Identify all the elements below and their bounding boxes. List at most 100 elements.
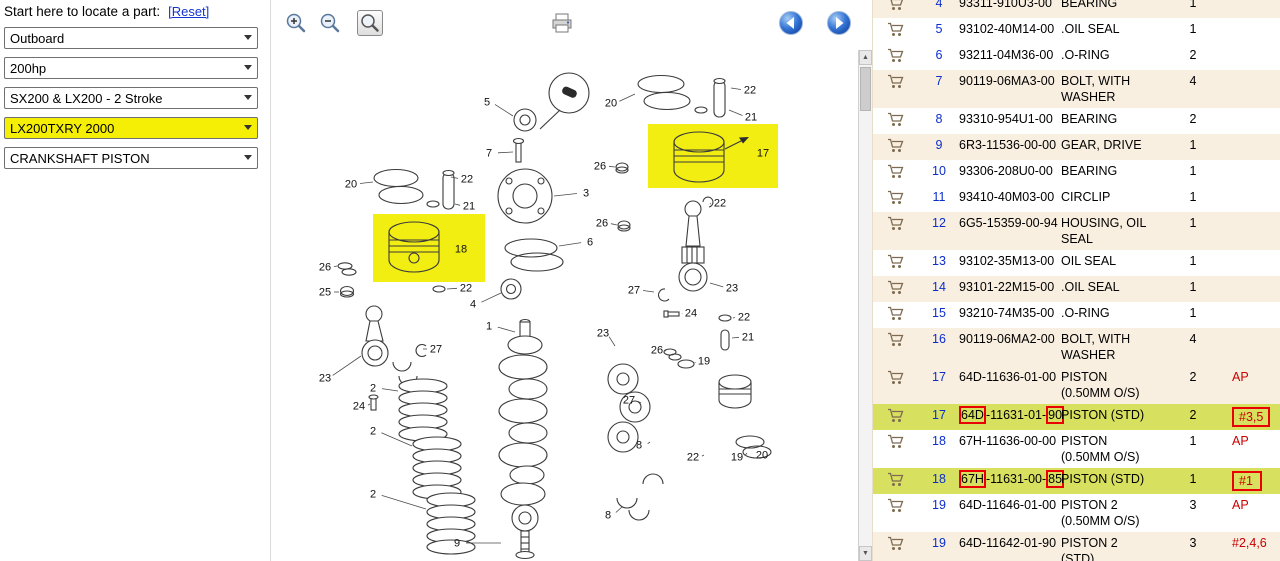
cart-icon bbox=[888, 254, 904, 268]
add-to-cart-button[interactable] bbox=[873, 134, 919, 160]
part-number: 67H-11631-00-85 bbox=[959, 470, 1065, 488]
prev-diagram-button[interactable] bbox=[778, 10, 804, 36]
diagram-scrollbar[interactable]: ▲ ▼ bbox=[858, 50, 872, 561]
ref-number-link[interactable]: 13 bbox=[932, 254, 946, 268]
ref-number-link[interactable]: 17 bbox=[932, 408, 946, 422]
print-diagram-button[interactable] bbox=[549, 10, 575, 36]
ref-number-link[interactable]: 14 bbox=[932, 280, 946, 294]
part-description: BEARING bbox=[1061, 164, 1118, 178]
category-select[interactable]: Outboard bbox=[4, 27, 258, 49]
modelyear-select[interactable]: LX200TXRY 2000 bbox=[4, 117, 258, 139]
part-number: 93102-40M14-00 bbox=[959, 22, 1055, 36]
add-to-cart-button[interactable] bbox=[873, 404, 919, 430]
ref-number-link[interactable]: 16 bbox=[932, 332, 946, 346]
add-to-cart-button[interactable] bbox=[873, 328, 919, 354]
part-number: 6R3-11536-00-00 bbox=[959, 138, 1057, 152]
ref-number-link[interactable]: 15 bbox=[932, 306, 946, 320]
diagram-callout: 9 bbox=[454, 538, 460, 550]
callout-leader-line bbox=[332, 355, 362, 376]
reset-link[interactable]: [Reset] bbox=[168, 4, 210, 19]
callout-leader-line bbox=[731, 336, 740, 339]
scrollbar-thumb[interactable] bbox=[860, 67, 871, 111]
part-note bbox=[1230, 186, 1280, 192]
part-qty: 1 bbox=[1189, 138, 1197, 152]
diagram-callout: 1 bbox=[486, 321, 492, 333]
ref-number-link[interactable]: 5 bbox=[935, 22, 943, 36]
add-to-cart-button[interactable] bbox=[873, 186, 919, 212]
ref-number-link[interactable]: 8 bbox=[935, 112, 943, 126]
cart-icon bbox=[888, 138, 904, 152]
scroll-up-arrow[interactable]: ▲ bbox=[859, 50, 872, 65]
add-to-cart-button[interactable] bbox=[873, 430, 919, 456]
ref-number-link[interactable]: 17 bbox=[932, 370, 946, 384]
part-number: 64D-11642-01-90 bbox=[959, 536, 1057, 550]
part-qty: 1 bbox=[1189, 22, 1197, 36]
ref-number-link[interactable]: 9 bbox=[935, 138, 943, 152]
diagram-linework bbox=[337, 72, 772, 560]
diagram-callout: 27 bbox=[623, 395, 635, 407]
part-finder-panel: Start here to locate a part:[Reset] Outb… bbox=[0, 0, 270, 561]
zoom-out-button[interactable] bbox=[317, 10, 343, 36]
add-to-cart-button[interactable] bbox=[873, 302, 919, 328]
diagram-callout: 27 bbox=[430, 344, 442, 356]
part-qty: 3 bbox=[1189, 498, 1197, 512]
zoom-in-button[interactable] bbox=[283, 10, 309, 36]
diagram-callout: 22 bbox=[687, 452, 699, 464]
cart-icon bbox=[888, 164, 904, 178]
diagram-callout: 21 bbox=[742, 332, 754, 344]
add-to-cart-button[interactable] bbox=[873, 250, 919, 276]
ref-number-link[interactable]: 18 bbox=[932, 434, 946, 448]
diagram-callout: 20 bbox=[605, 98, 617, 110]
add-to-cart-button[interactable] bbox=[873, 276, 919, 302]
part-description: GEAR, DRIVE bbox=[1061, 138, 1142, 152]
cart-icon bbox=[888, 370, 904, 384]
add-to-cart-button[interactable] bbox=[873, 18, 919, 44]
ref-number-link[interactable]: 19 bbox=[932, 498, 946, 512]
scroll-down-arrow[interactable]: ▼ bbox=[859, 546, 872, 561]
magnify-button[interactable] bbox=[357, 10, 383, 36]
next-diagram-button[interactable] bbox=[826, 10, 852, 36]
part-note bbox=[1230, 134, 1280, 140]
add-to-cart-button[interactable] bbox=[873, 366, 919, 392]
part-note bbox=[1230, 44, 1280, 50]
ref-number-link[interactable]: 7 bbox=[935, 74, 943, 88]
ref-number-link[interactable]: 19 bbox=[932, 536, 946, 550]
cart-icon bbox=[888, 112, 904, 126]
red-box-annotation: 64D bbox=[959, 406, 986, 424]
horsepower-select[interactable]: 200hp bbox=[4, 57, 258, 79]
add-to-cart-button[interactable] bbox=[873, 532, 919, 558]
part-note: #2,4,6 bbox=[1232, 536, 1267, 550]
assembly-select[interactable]: CRANKSHAFT PISTON bbox=[4, 147, 258, 169]
part-qty: 1 bbox=[1189, 280, 1197, 294]
part-qty: 1 bbox=[1189, 216, 1197, 230]
add-to-cart-button[interactable] bbox=[873, 212, 919, 238]
add-to-cart-button[interactable] bbox=[873, 0, 919, 18]
add-to-cart-button[interactable] bbox=[873, 468, 919, 494]
add-to-cart-button[interactable] bbox=[873, 44, 919, 70]
cart-icon bbox=[888, 472, 904, 486]
zoom-in-icon bbox=[286, 13, 306, 33]
add-to-cart-button[interactable] bbox=[873, 160, 919, 186]
ref-number-link[interactable]: 6 bbox=[935, 48, 943, 62]
part-number: 93102-35M13-00 bbox=[959, 254, 1055, 268]
parts-diagram[interactable]: 2022211826252227232422257362626420222117… bbox=[273, 46, 861, 561]
callout-leader-line bbox=[730, 87, 742, 90]
part-description: PISTON 2 (0.50MM O/S) bbox=[1061, 498, 1140, 528]
diagram-callout: 22 bbox=[714, 198, 726, 210]
model-select[interactable]: SX200 & LX200 - 2 Stroke bbox=[4, 87, 258, 109]
add-to-cart-button[interactable] bbox=[873, 70, 919, 96]
ref-number-link[interactable]: 12 bbox=[932, 216, 946, 230]
ref-number-link[interactable]: 18 bbox=[932, 472, 946, 486]
ref-number-link[interactable]: 11 bbox=[932, 190, 946, 204]
ref-number-link[interactable]: 10 bbox=[932, 164, 946, 178]
diagram-callout: 20 bbox=[345, 179, 357, 191]
add-to-cart-button[interactable] bbox=[873, 108, 919, 134]
part-number: 93101-22M15-00 bbox=[959, 280, 1055, 294]
add-to-cart-button[interactable] bbox=[873, 494, 919, 520]
part-description: BEARING bbox=[1061, 0, 1118, 10]
ref-number-link[interactable]: 4 bbox=[935, 0, 943, 10]
